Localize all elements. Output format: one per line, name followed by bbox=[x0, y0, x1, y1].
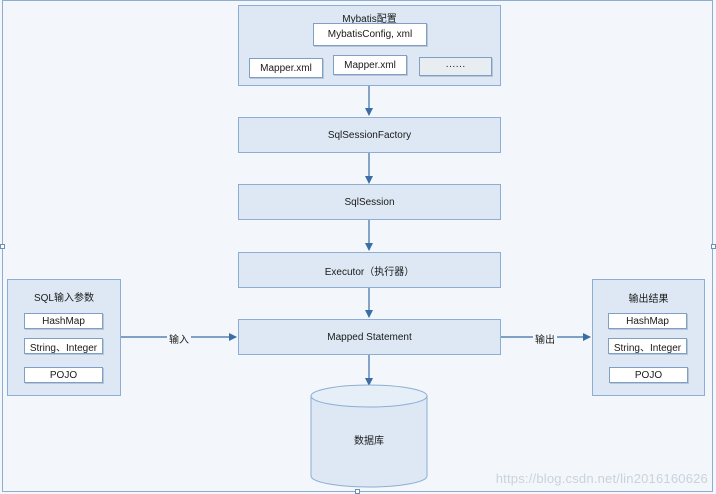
mybatis-config-group[interactable]: Mybatis配置 MybatisConfig, xml Mapper.xml … bbox=[238, 5, 501, 86]
output-hashmap[interactable]: HashMap bbox=[608, 313, 687, 329]
executor-node[interactable]: Executor（执行器） bbox=[238, 252, 501, 288]
sqlsession-node[interactable]: SqlSession bbox=[238, 184, 501, 220]
input-pojo[interactable]: POJO bbox=[24, 367, 103, 383]
output-string-integer[interactable]: String、Integer bbox=[608, 338, 687, 354]
input-edge-label: 输入 bbox=[167, 331, 191, 346]
config-title: Mybatis配置 bbox=[342, 14, 397, 25]
more-mapper-files[interactable]: ······ bbox=[419, 57, 492, 76]
mapped-statement-node[interactable]: Mapped Statement bbox=[238, 319, 501, 355]
input-params-group[interactable]: SQL输入参数 HashMap String、Integer POJO bbox=[7, 279, 121, 396]
output-result-group[interactable]: 输出结果 HashMap String、Integer POJO bbox=[592, 279, 705, 396]
input-hashmap[interactable]: HashMap bbox=[24, 313, 103, 329]
database-label: 数据库 bbox=[354, 436, 384, 447]
sqlsessionfactory-node[interactable]: SqlSessionFactory bbox=[238, 117, 501, 153]
selection-handle[interactable] bbox=[0, 244, 5, 249]
output-title: 输出结果 bbox=[628, 294, 669, 305]
input-title: SQL输入参数 bbox=[33, 293, 94, 304]
mybatis-config-file[interactable]: MybatisConfig, xml bbox=[313, 23, 427, 46]
output-edge-label: 输出 bbox=[533, 331, 557, 346]
mapper-xml-file[interactable]: Mapper.xml bbox=[333, 55, 407, 75]
watermark: https://blog.csdn.net/lin2016160626 bbox=[495, 471, 708, 486]
input-string-integer[interactable]: String、Integer bbox=[24, 338, 103, 354]
database-node[interactable] bbox=[309, 384, 429, 490]
output-pojo[interactable]: POJO bbox=[609, 367, 688, 383]
mapper-xml-file[interactable]: Mapper.xml bbox=[249, 58, 323, 78]
